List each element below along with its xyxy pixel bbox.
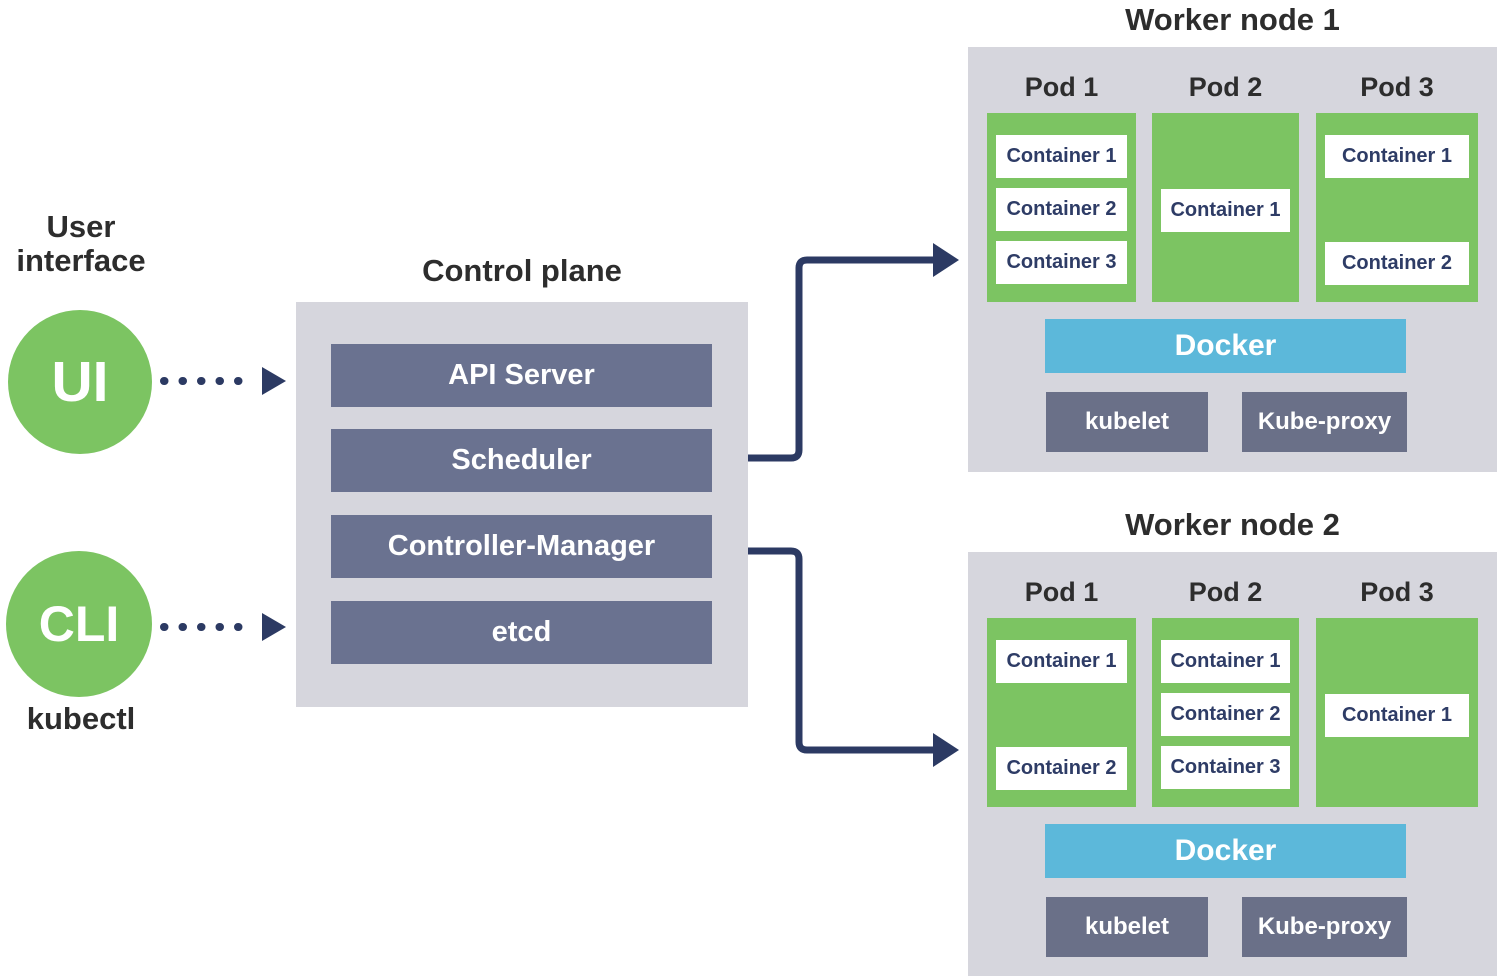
user-interface-label-line1: User [46, 209, 116, 244]
worker-node-1-title: Worker node 1 [1125, 2, 1340, 37]
worker-1-pod-2-box: Container 1 [1152, 113, 1299, 302]
worker-2-pod-1-label: Pod 1 [1024, 577, 1099, 607]
dotted-arrow-cli [160, 613, 286, 641]
worker-1-pod-1-label: Pod 1 [1024, 72, 1099, 102]
worker-node-2-box: Pod 1 Pod 2 Pod 3 Container 1 Container … [968, 552, 1497, 976]
user-interface-label: User interface [0, 210, 162, 278]
worker-2-kubelet-box: kubelet [1046, 897, 1208, 957]
cli-circle-label: CLI [38, 596, 120, 652]
worker-1-kube-proxy-box: Kube-proxy [1242, 392, 1407, 452]
control-plane-item-scheduler: Scheduler [331, 429, 712, 492]
control-plane-item-controller-manager: Controller-Manager [331, 515, 712, 578]
ui-circle-label: UI [51, 350, 109, 414]
arrow-control-plane-to-worker-1 [748, 243, 959, 462]
dotted-arrow-ui [160, 367, 286, 395]
worker-2-pod-2-label: Pod 2 [1188, 577, 1263, 607]
container-chip: Container 2 [1325, 242, 1469, 285]
worker-1-pod-2-label: Pod 2 [1188, 72, 1263, 102]
container-chip: Container 1 [1325, 693, 1469, 737]
ui-circle: UI [8, 310, 152, 454]
container-chip: Container 1 [996, 640, 1127, 683]
worker-node-2-title: Worker node 2 [1125, 507, 1340, 542]
container-chip: Container 1 [1325, 135, 1469, 178]
control-plane-item-api-server: API Server [331, 344, 712, 407]
worker-node-1: Worker node 1 Pod 1 Pod 2 Pod 3 Containe… [968, 0, 1497, 475]
container-chip: Container 2 [996, 188, 1127, 231]
worker-1-pod-1-box: Container 1 Container 2 Container 3 [987, 113, 1136, 302]
container-chip: Container 2 [996, 747, 1127, 790]
worker-2-pod-2-box: Container 1 Container 2 Container 3 [1152, 618, 1299, 807]
container-chip: Container 1 [1161, 188, 1290, 232]
container-chip: Container 2 [1161, 693, 1290, 736]
control-plane-box: API Server Scheduler Controller-Manager … [296, 302, 748, 707]
worker-2-pod-1-box: Container 1 Container 2 [987, 618, 1136, 807]
control-plane-item-etcd: etcd [331, 601, 712, 664]
container-chip: Container 3 [996, 241, 1127, 284]
arrow-control-plane-to-worker-2 [748, 547, 959, 767]
cli-circle: CLI [6, 551, 152, 697]
user-interface-label-line2: interface [16, 243, 146, 278]
control-plane-title: Control plane [422, 253, 622, 288]
worker-node-1-box: Pod 1 Pod 2 Pod 3 Container 1 Container … [968, 47, 1497, 472]
container-chip: Container 1 [996, 135, 1127, 178]
worker-node-2: Worker node 2 Pod 1 Pod 2 Pod 3 Containe… [968, 505, 1497, 976]
container-chip: Container 3 [1161, 746, 1290, 789]
container-chip: Container 1 [1161, 640, 1290, 683]
worker-2-docker-bar: Docker [1045, 824, 1406, 878]
worker-2-kube-proxy-box: Kube-proxy [1242, 897, 1407, 957]
worker-2-pod-3-box: Container 1 [1316, 618, 1478, 807]
worker-1-kubelet-box: kubelet [1046, 392, 1208, 452]
worker-1-docker-bar: Docker [1045, 319, 1406, 373]
worker-1-pod-3-label: Pod 3 [1360, 72, 1434, 102]
kubectl-label: kubectl [26, 701, 136, 736]
worker-2-pod-3-label: Pod 3 [1360, 577, 1434, 607]
worker-1-pod-3-box: Container 1 Container 2 [1316, 113, 1478, 302]
